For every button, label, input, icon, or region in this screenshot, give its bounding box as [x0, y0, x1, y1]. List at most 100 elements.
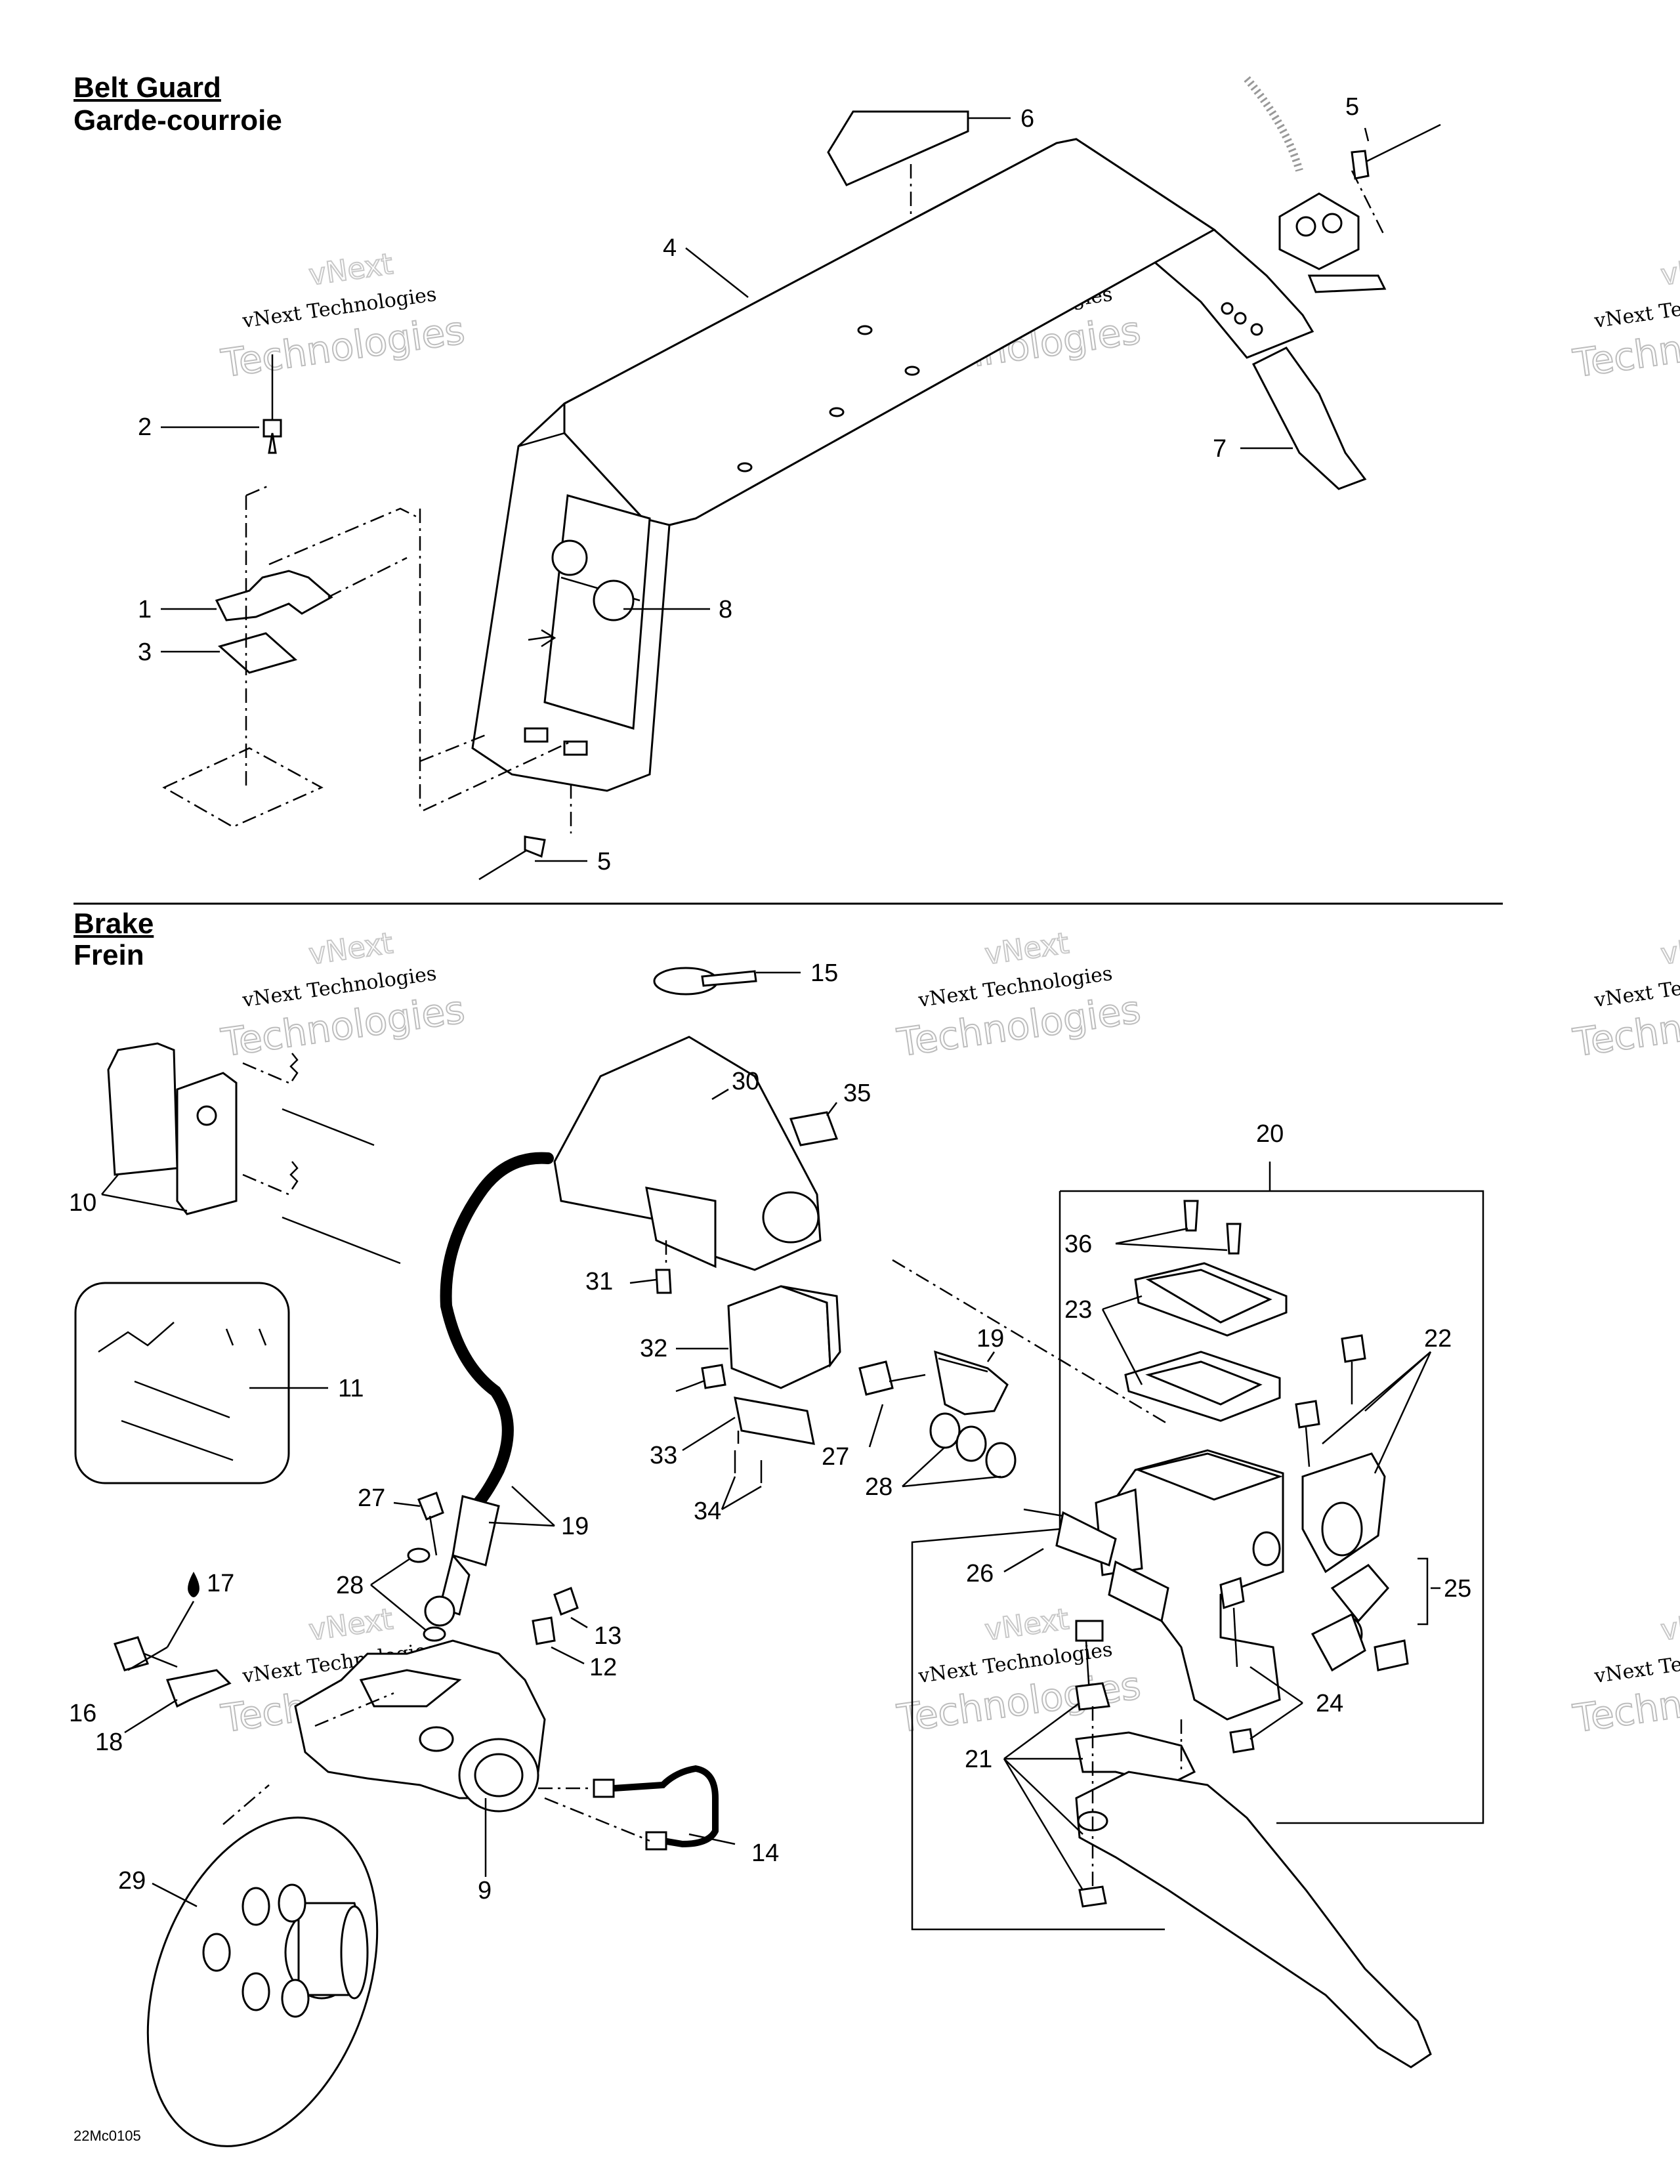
guard-hole — [829, 407, 845, 417]
callout-30: 30 — [732, 1068, 759, 1095]
bleeder-cap-part-13 — [553, 1587, 579, 1616]
disc-hole — [202, 1933, 231, 1972]
hose-fitting — [452, 1495, 500, 1566]
brake-callouts: 15 30 35 20 10 36 31 23 32 22 19 11 33 2… — [69, 959, 1471, 1908]
leader-14 — [688, 1833, 736, 1845]
bolt-part-16 — [114, 1636, 149, 1671]
washer-part-28 — [929, 1412, 961, 1449]
leader-30 — [711, 1088, 729, 1101]
leader-16 — [127, 1646, 168, 1671]
callout-28-left: 28 — [336, 1572, 364, 1599]
cover-inner — [1145, 1269, 1272, 1324]
callout-22: 22 — [1424, 1325, 1452, 1353]
leader-19-right — [986, 1351, 996, 1362]
callout-8: 8 — [719, 596, 732, 623]
hinge-hole — [1322, 213, 1343, 234]
leader-22a — [1374, 1351, 1432, 1474]
leader-10a — [101, 1174, 119, 1195]
callout-25: 25 — [1444, 1575, 1471, 1603]
leader-31 — [629, 1278, 657, 1284]
brake-line-part-14 — [610, 1765, 719, 1848]
leader-5 — [1364, 127, 1370, 142]
hose-fitting-part-19 — [934, 1350, 1009, 1416]
leader-21a — [1003, 1702, 1080, 1760]
leader-35 — [826, 1102, 837, 1116]
rivet-part-5 — [1351, 150, 1370, 180]
guard-hole — [1221, 302, 1234, 315]
guard-hole — [1250, 323, 1263, 336]
leader-24a — [1250, 1666, 1303, 1704]
brake-hose-part-19 — [440, 1152, 554, 1515]
leader-23b — [1101, 1309, 1143, 1385]
leader-10b — [101, 1193, 188, 1212]
kit-box-part-11 — [74, 1282, 290, 1484]
callout-18: 18 — [95, 1729, 123, 1756]
leader-23a — [1102, 1295, 1143, 1311]
leader-34a — [721, 1476, 736, 1510]
bolt-thread — [144, 1652, 178, 1668]
washer-part-28 — [985, 1442, 1017, 1479]
callout-36: 36 — [1064, 1230, 1092, 1258]
watermark-text-small: vNext — [307, 927, 395, 971]
kit-key — [98, 1322, 175, 1353]
spring-clip — [289, 1161, 299, 1190]
decal-part-35 — [789, 1111, 839, 1146]
guard-hole — [1234, 312, 1247, 325]
brake-pad-part-10 — [107, 1042, 178, 1176]
nut-part-24 — [1229, 1728, 1255, 1754]
rivet-pin — [1358, 123, 1441, 167]
fluid-drop-icon — [188, 1572, 200, 1597]
bracket-part-18 — [165, 1669, 232, 1708]
bracket-part-7 — [1251, 346, 1367, 490]
callout-10: 10 — [69, 1189, 96, 1217]
fitting-thread — [938, 1357, 988, 1373]
switch-plate-part-33 — [734, 1396, 815, 1445]
washer-part-28 — [423, 1626, 446, 1642]
callout-5-bottom: 5 — [597, 848, 611, 875]
pushrod-seal — [1108, 1560, 1169, 1623]
brake-lever-part-21 — [1075, 1771, 1432, 2068]
housing-cutout — [645, 1186, 717, 1269]
dash-line — [1351, 170, 1386, 237]
switch-housing-part-30 — [553, 1036, 822, 1271]
kit-pin — [134, 1380, 230, 1419]
hinge-plate — [1307, 274, 1387, 293]
callout-14: 14 — [751, 1839, 779, 1867]
bolt-thread — [429, 1515, 438, 1556]
label-symbol — [593, 579, 635, 621]
leader-34b — [721, 1485, 762, 1511]
line-fitting — [593, 1778, 615, 1798]
brake-pad-part-10 — [176, 1072, 238, 1215]
rivet-part-5 — [524, 835, 546, 858]
assembly-box-outline — [911, 1190, 1270, 1931]
spring-part-21 — [1075, 1682, 1110, 1711]
switch-connector — [701, 1364, 726, 1389]
callout-33: 33 — [650, 1442, 677, 1469]
lever-adjuster-part-21 — [1075, 1731, 1196, 1786]
decal-part-6 — [827, 110, 969, 186]
brake-subtitle: Frein — [74, 939, 144, 971]
callout-27-right: 27 — [822, 1443, 849, 1471]
watermark-text-small: vNext — [307, 1603, 395, 1647]
banjo-ring — [424, 1595, 455, 1627]
leader-26 — [1003, 1547, 1044, 1573]
brake-drawing — [74, 967, 1484, 2147]
rivet-tip — [268, 432, 277, 454]
callout-16: 16 — [69, 1700, 96, 1727]
dash-line — [538, 1787, 650, 1842]
brake-title: Brake — [74, 908, 154, 940]
caliper-port — [419, 1726, 454, 1752]
washer-part-28 — [956, 1425, 987, 1462]
belt-guard-drawing — [162, 76, 1441, 881]
screw-part-36 — [1183, 1200, 1199, 1232]
pad-pin — [282, 1108, 375, 1146]
callout-9: 9 — [478, 1877, 492, 1904]
banjo-bolt-part-27 — [858, 1360, 894, 1396]
watermark-text-small: vNext — [1659, 927, 1680, 971]
bolt-thread — [889, 1374, 926, 1383]
cable-tie-tail — [701, 970, 757, 987]
dash-line — [665, 1240, 740, 1444]
stipple-surface — [1244, 76, 1303, 172]
watermark-text-small: vNext — [983, 1603, 1071, 1647]
callout-29: 29 — [118, 1867, 146, 1895]
